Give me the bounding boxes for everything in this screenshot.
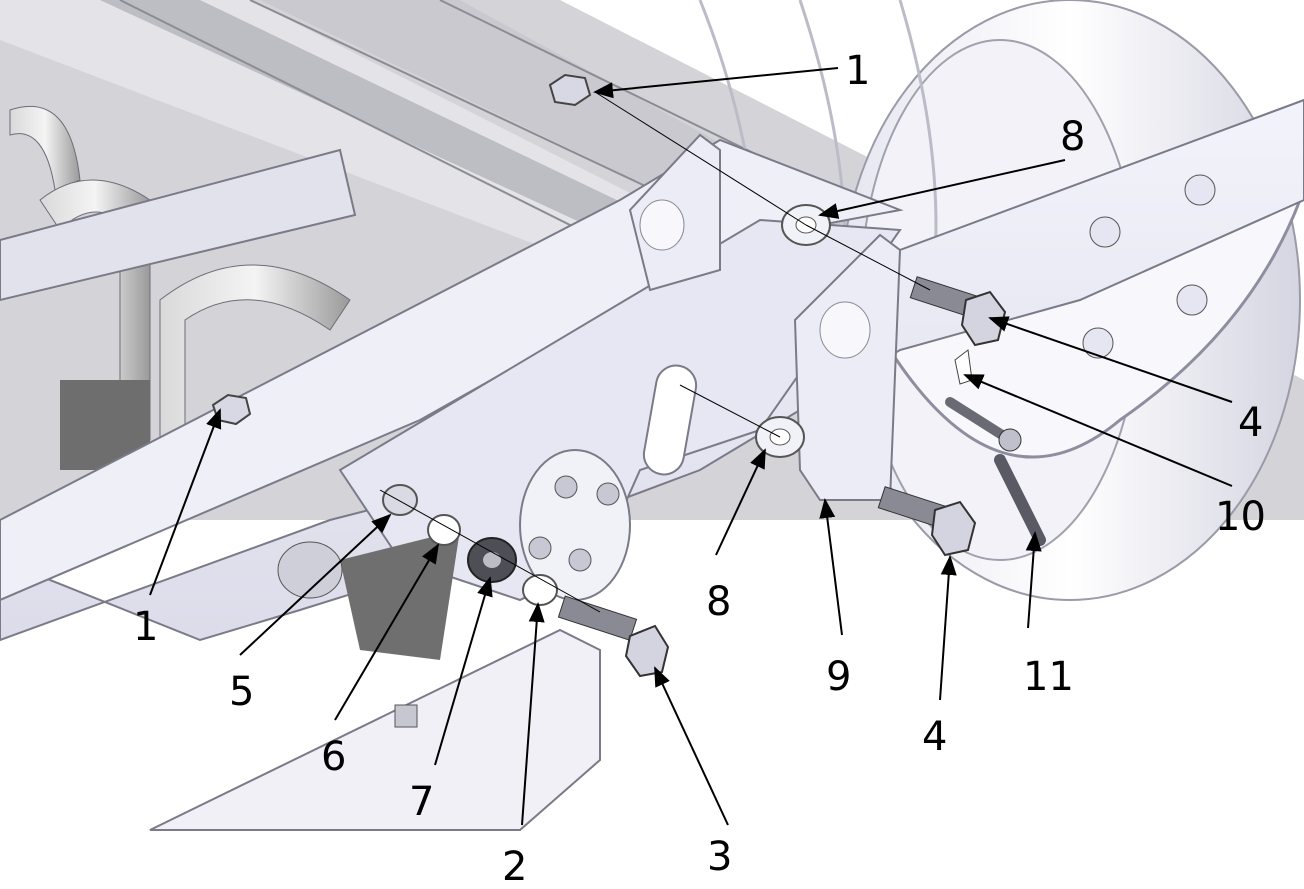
- callout-labels: 1 8 4 10 1 5 6 7 2 3 8 9 4 11: [133, 48, 1266, 889]
- callout-label: 4: [922, 714, 947, 760]
- callout-label: 4: [1238, 400, 1263, 446]
- callout-label: 6: [321, 734, 346, 780]
- callout-label: 8: [1060, 114, 1085, 160]
- callout-label: 1: [845, 48, 870, 94]
- spring-arches: [0, 105, 357, 471]
- callout-label: 10: [1215, 494, 1266, 540]
- callout-label: 8: [706, 579, 731, 625]
- callout-label: 1: [133, 604, 158, 650]
- bracket-plates: [519, 133, 902, 601]
- callout-label: 9: [826, 654, 851, 700]
- leader-lines: [149, 67, 1233, 826]
- callout-label: 5: [229, 669, 254, 715]
- callout-label: 11: [1023, 654, 1074, 700]
- hardware-bolts: [557, 276, 1007, 678]
- pin-hardware: [945, 349, 1046, 546]
- callout-label: 7: [409, 779, 434, 825]
- hardware-nuts: [211, 73, 1216, 572]
- callout-label: 2: [502, 844, 527, 889]
- callout-label: 3: [707, 834, 732, 880]
